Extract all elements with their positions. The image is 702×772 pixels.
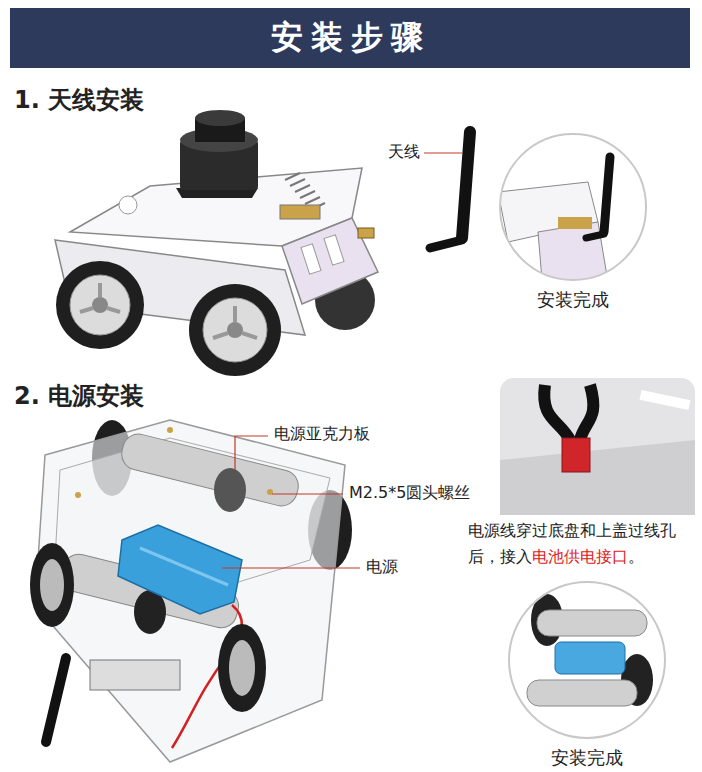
antenna-part (430, 132, 470, 248)
inset-outline (507, 580, 667, 770)
note-paragraph: 电源线穿过底盘和上盖过线孔后，接入电池供电接口。 (468, 518, 686, 569)
inset-outline (498, 132, 648, 312)
page-title: 安装步骤 (0, 16, 702, 60)
part-label: M2.5*5圆头螺丝 (347, 483, 472, 504)
note-text: 。 (628, 547, 644, 566)
note-text: 电池供电接口 (532, 547, 628, 566)
inset-circle: 安装完成 (498, 132, 648, 312)
connector-photo (500, 378, 695, 515)
step-heading: 1. 天线安装 (12, 84, 146, 116)
step-heading: 2. 电源安装 (12, 380, 146, 412)
inset-caption: 安装完成 (498, 288, 648, 312)
part-label: 电源亚克力板 (272, 424, 372, 445)
part-label: 天线 (386, 142, 422, 163)
leader-line (222, 436, 360, 568)
part-label: 电源 (364, 557, 400, 578)
inset-caption: 安装完成 (507, 746, 667, 770)
leader-line (424, 152, 462, 153)
inset-circle: 安装完成 (507, 580, 667, 770)
chassis (30, 420, 352, 762)
robot-car (55, 110, 378, 376)
